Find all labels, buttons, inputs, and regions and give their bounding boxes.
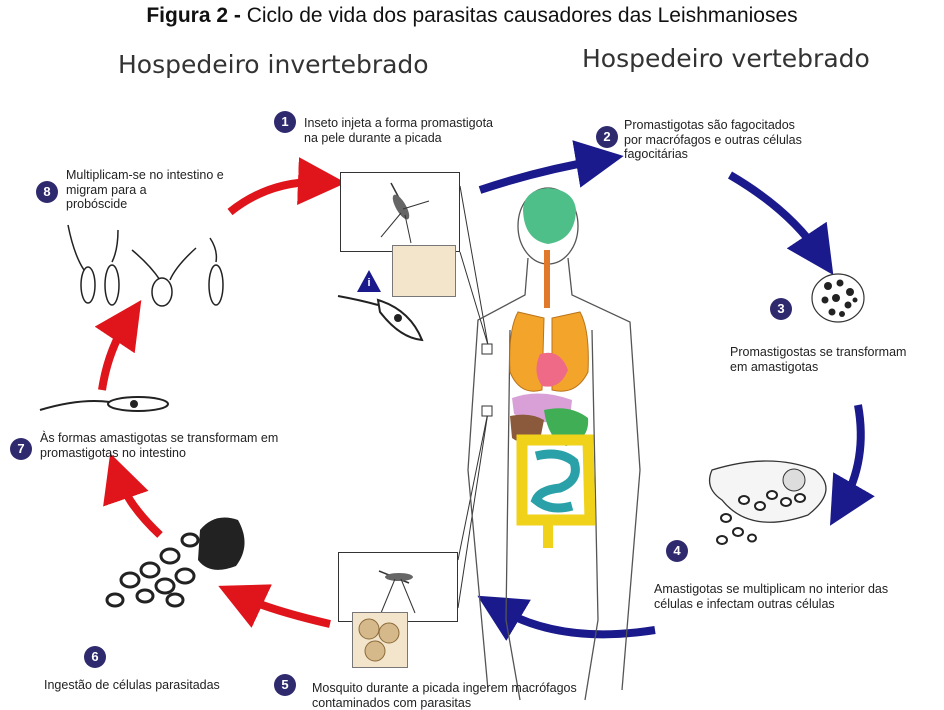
mosquito-bite-box-1 xyxy=(340,172,460,252)
stage-7-number: 7 xyxy=(10,438,32,460)
promastigote-stage1 xyxy=(338,296,422,340)
infected-cell-stage4 xyxy=(710,461,826,544)
arrow-3-to-4 xyxy=(842,405,861,505)
stage-8-text: Multiplicam-se no intestino e migram par… xyxy=(66,168,224,212)
arrow-2-to-3 xyxy=(730,175,820,255)
stage-1-text: Inseto injeta a forma promastigota na pe… xyxy=(304,116,493,145)
macrophage-inset-stage5 xyxy=(352,612,408,668)
stage-7-text: Às formas amastigotas se transformam em … xyxy=(40,431,278,460)
promastigotes-stage8 xyxy=(68,225,223,306)
stage-4-text: Amastigotas se multiplicam no interior d… xyxy=(654,582,888,611)
mosquito-icon xyxy=(339,553,457,621)
arrow-1-to-2 xyxy=(480,160,600,190)
stage-8-number: 8 xyxy=(36,181,58,203)
stage-3-text: Promastigostas se transformam em amastig… xyxy=(730,345,906,374)
arrow-8-to-1 xyxy=(230,182,322,212)
info-marker-label: i xyxy=(363,277,375,289)
stage-5-text: Mosquito durante a picada ingerem macróf… xyxy=(312,681,577,710)
parasitized-cells-stage6 xyxy=(107,518,245,606)
stage-2-text: Promastigotas são fagocitados por macróf… xyxy=(624,118,802,162)
arrow-6-to-7 xyxy=(118,476,160,535)
stage-6-number: 6 xyxy=(84,646,106,668)
promastigote-stage7 xyxy=(40,397,168,411)
stage-6-text: Ingestão de células parasitadas xyxy=(44,678,220,693)
stage-5-number: 5 xyxy=(274,674,296,696)
skin-inset-stage1 xyxy=(392,245,456,297)
arrow-5-to-6 xyxy=(240,596,330,624)
macrophage-stage3 xyxy=(812,274,864,322)
mosquito-icon xyxy=(341,173,459,251)
stage-2-number: 2 xyxy=(596,126,618,148)
arrow-4-to-5 xyxy=(498,608,655,634)
organs xyxy=(510,188,590,548)
stage-3-number: 3 xyxy=(770,298,792,320)
arrow-7-to-8 xyxy=(102,320,128,390)
stage-4-number: 4 xyxy=(666,540,688,562)
stage-1-number: 1 xyxy=(274,111,296,133)
